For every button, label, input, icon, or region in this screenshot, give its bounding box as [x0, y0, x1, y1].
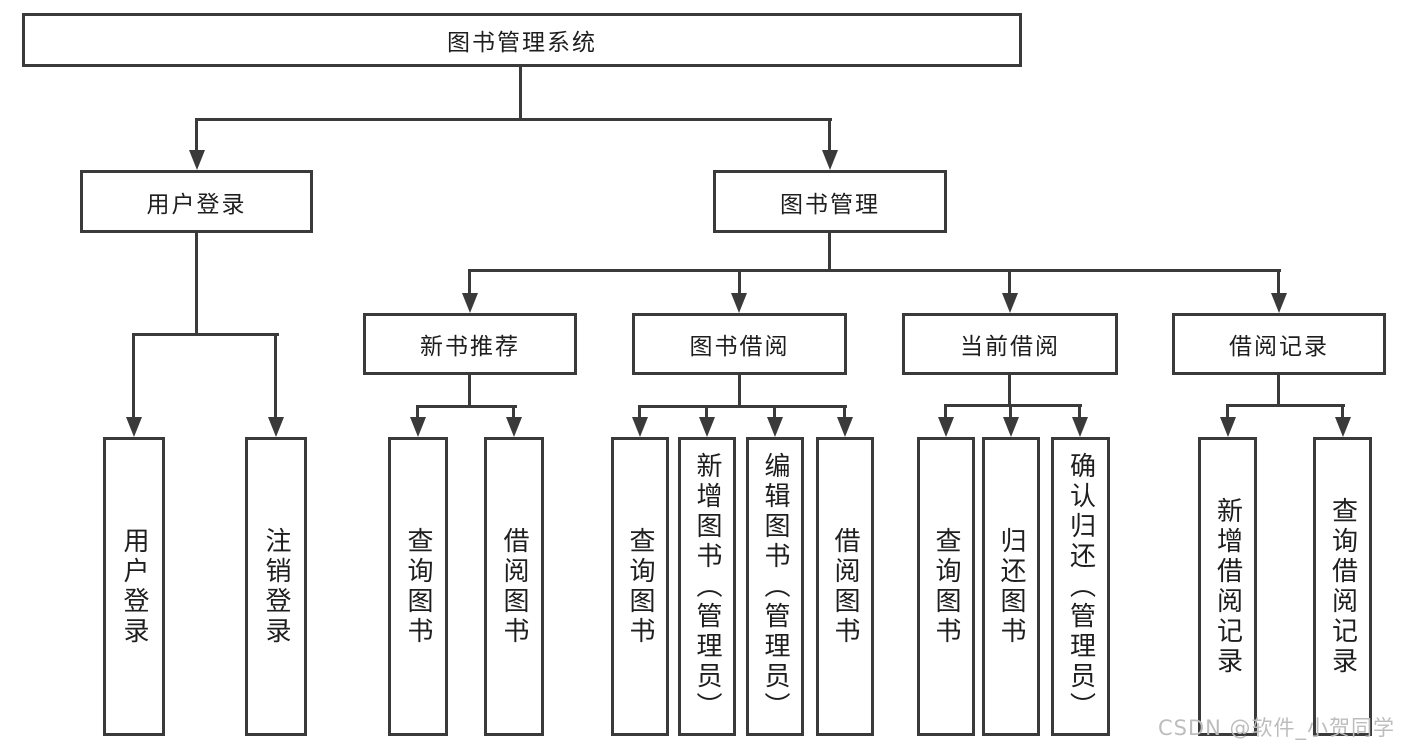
connector-line	[638, 408, 641, 418]
connector-line	[1008, 272, 1011, 294]
leaf-user-login: 用户登录	[103, 437, 165, 736]
node-label: 当前借阅	[960, 334, 1060, 360]
connector-line	[1277, 272, 1280, 294]
connector-line	[468, 272, 471, 294]
leaf-label: 编辑图书（管理员）	[760, 451, 790, 722]
connector-line	[1341, 407, 1344, 418]
connector-line	[1226, 404, 1345, 407]
csdn-watermark: CSDN @软件_小贺同学	[1158, 716, 1396, 740]
node-label: 图书借阅	[689, 334, 790, 360]
arrowhead-icon	[767, 417, 783, 437]
leaf-query-books-current: 查询图书	[917, 437, 975, 736]
connector-line	[1226, 407, 1229, 418]
connector-line	[828, 121, 831, 152]
leaf-query-books-recommend: 查询图书	[388, 437, 448, 736]
leaf-label: 确认归还（管理员）	[1065, 451, 1096, 722]
arrowhead-icon	[1271, 293, 1287, 313]
leaf-label: 查询图书	[625, 526, 655, 647]
connector-line	[468, 375, 471, 407]
connector-line	[843, 408, 846, 418]
leaf-label: 查询借阅记录	[1327, 496, 1358, 677]
node-label: 用户登录	[146, 191, 247, 218]
connector-line	[468, 269, 1281, 272]
connector-line	[705, 408, 708, 418]
node-label: 新书推荐	[420, 334, 520, 360]
leaf-logout: 注销登录	[245, 437, 307, 736]
node-label: 图书管理	[780, 191, 880, 218]
node-label: 借阅记录	[1229, 334, 1329, 360]
arrowhead-icon	[1335, 417, 1351, 437]
leaf-return-books: 归还图书	[982, 437, 1040, 736]
connector-line	[738, 375, 741, 407]
leaf-label: 借阅图书	[830, 526, 860, 647]
arrowhead-icon	[731, 293, 747, 313]
connector-line	[638, 405, 847, 408]
arrowhead-icon	[699, 417, 715, 437]
connector-line	[132, 333, 279, 336]
connector-line	[828, 233, 831, 271]
connector-line	[195, 121, 198, 152]
leaf-label: 注销登录	[261, 526, 291, 647]
connector-line	[195, 233, 198, 335]
arrowhead-icon	[462, 293, 478, 313]
leaf-confirm-return-admin: 确认归还（管理员）	[1051, 437, 1110, 736]
connector-line	[1078, 407, 1081, 418]
node-book-borrowing: 图书借阅	[632, 313, 847, 375]
connector-line	[519, 67, 522, 120]
leaf-label: 查询图书	[931, 526, 961, 647]
node-root-book-management-system: 图书管理系统	[22, 13, 1022, 67]
leaf-label: 归还图书	[996, 526, 1026, 647]
node-user-login: 用户登录	[80, 170, 313, 233]
leaf-edit-books-admin: 编辑图书（管理员）	[746, 437, 804, 736]
node-new-book-recommend: 新书推荐	[363, 313, 577, 375]
node-book-management: 图书管理	[713, 170, 947, 233]
arrowhead-icon	[506, 417, 522, 437]
connector-line	[416, 408, 419, 418]
connector-line	[944, 407, 947, 418]
connector-line	[1008, 375, 1011, 407]
leaf-borrow-books-borrowing: 借阅图书	[816, 437, 874, 736]
connector-line	[274, 336, 277, 418]
leaf-borrow-books-recommend: 借阅图书	[484, 437, 544, 736]
leaf-query-books-borrowing: 查询图书	[611, 437, 669, 736]
connector-line	[512, 408, 515, 418]
leaf-add-borrow-record: 新增借阅记录	[1198, 437, 1257, 736]
leaf-label: 新增借阅记录	[1212, 496, 1243, 677]
connector-line	[738, 272, 741, 294]
arrowhead-icon	[1002, 293, 1018, 313]
connector-line	[773, 408, 776, 418]
leaf-label: 查询图书	[403, 526, 433, 647]
arrowhead-icon	[410, 417, 426, 437]
connector-line	[1277, 375, 1280, 407]
node-borrowing-records: 借阅记录	[1172, 313, 1386, 375]
connector-line	[132, 336, 135, 418]
leaf-label: 用户登录	[119, 526, 149, 647]
leaf-label: 借阅图书	[499, 526, 529, 647]
connector-line	[195, 118, 832, 121]
arrowhead-icon	[1072, 417, 1088, 437]
arrowhead-icon	[1003, 417, 1019, 437]
arrowhead-icon	[938, 417, 954, 437]
arrowhead-icon	[189, 150, 205, 170]
leaf-add-books-admin: 新增图书（管理员）	[678, 437, 736, 736]
node-label: 图书管理系统	[447, 30, 597, 56]
leaf-label: 新增图书（管理员）	[692, 451, 722, 722]
arrowhead-icon	[1220, 417, 1236, 437]
arrowhead-icon	[126, 417, 142, 437]
arrowhead-icon	[837, 417, 853, 437]
arrowhead-icon	[822, 150, 838, 170]
leaf-query-borrow-record: 查询借阅记录	[1313, 437, 1372, 736]
connector-line	[1009, 407, 1012, 418]
arrowhead-icon	[268, 417, 284, 437]
node-current-borrowing: 当前借阅	[902, 313, 1118, 375]
connector-line	[416, 405, 517, 408]
arrowhead-icon	[632, 417, 648, 437]
connector-line	[944, 404, 1082, 407]
